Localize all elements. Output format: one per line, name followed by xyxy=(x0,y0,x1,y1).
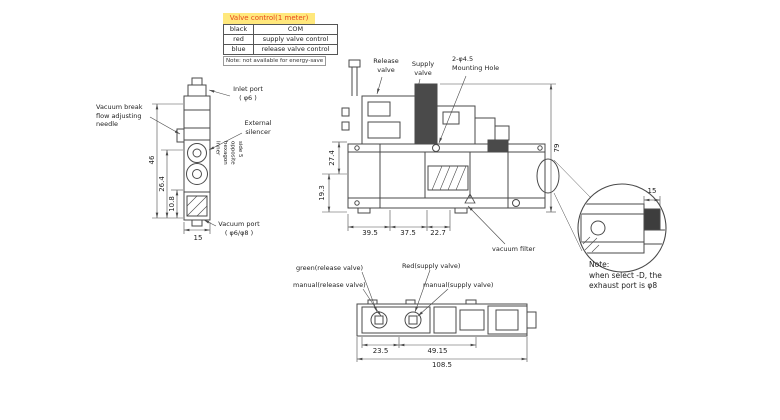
valve-control-table-title: Valve control(1 meter) xyxy=(223,13,315,24)
vacuum-port-label: Vacuum port ( φ6/φ8 ) xyxy=(218,220,260,237)
table-row: black COM xyxy=(223,24,338,35)
inlet-port-label: Inlet port ( φ6 ) xyxy=(233,85,263,102)
dimension-108-5: 108.5 xyxy=(431,361,453,369)
dimension-10-8: 10.8 xyxy=(168,196,176,212)
dimension-46: 46 xyxy=(148,155,156,165)
wire-function-cell: supply valve control xyxy=(253,34,338,45)
dimension-27-4: 27.4 xyxy=(328,150,336,166)
mounting-hole-label: 2-φ4.5 Mounting Hole xyxy=(452,55,500,72)
wire-color-cell: black xyxy=(223,24,254,35)
vacuum-filter-label: vacuum filter xyxy=(492,245,536,253)
exhaust-port-note: Note: when select -D, the exhaust port i… xyxy=(589,260,662,290)
detail-view-linework xyxy=(577,183,667,273)
red-supply-valve-label: Red(supply valve) xyxy=(402,262,461,270)
external-silencer-label: External silencer xyxy=(244,119,272,136)
dimension-39-5: 39.5 xyxy=(362,229,378,237)
dimension-37-5: 37.5 xyxy=(400,229,416,237)
energy-save-note: Note: not available for energy-save xyxy=(223,56,327,66)
dimension-15-detail: 15 xyxy=(647,187,657,195)
inner-hexagon-label: Inner hexagon opposite side 5 xyxy=(214,141,244,165)
main-view-dimensions xyxy=(322,75,592,252)
dimension-15-width: 15 xyxy=(193,234,203,242)
side-view-dimensions xyxy=(149,89,243,234)
dimension-79: 79 xyxy=(553,143,561,153)
detail-view-dimensions xyxy=(643,196,661,206)
dimension-23-5: 23.5 xyxy=(372,347,389,355)
manual-supply-valve-label: manual(supply valve) xyxy=(423,281,494,289)
table-row: red supply valve control xyxy=(223,34,338,45)
wire-color-cell: blue xyxy=(223,44,254,55)
dimension-26-4: 26.4 xyxy=(158,176,166,192)
main-view-linework xyxy=(341,59,560,214)
dimension-22-7: 22.7 xyxy=(430,229,446,237)
wire-color-cell: red xyxy=(223,34,254,45)
manual-release-valve-label: manual(release valve) xyxy=(293,281,366,289)
bottom-view-linework xyxy=(356,299,537,337)
valve-control-table: black COM red supply valve control blue … xyxy=(223,24,338,55)
wire-function-cell: release valve control xyxy=(253,44,338,55)
green-release-valve-label: green(release valve) xyxy=(296,264,364,272)
supply-valve-label: Supply valve xyxy=(411,60,435,77)
release-valve-label: Release valve xyxy=(373,57,399,74)
wire-function-cell: COM xyxy=(253,24,338,35)
side-view-linework xyxy=(176,77,211,227)
dimension-19-3: 19.3 xyxy=(318,185,326,201)
bottom-view-dimensions xyxy=(356,269,528,362)
vacuum-break-needle-label: Vacuum break flow adjusting needle xyxy=(96,103,143,128)
dimension-49-15: 49.15 xyxy=(427,347,448,355)
table-row: blue release valve control xyxy=(223,44,338,55)
